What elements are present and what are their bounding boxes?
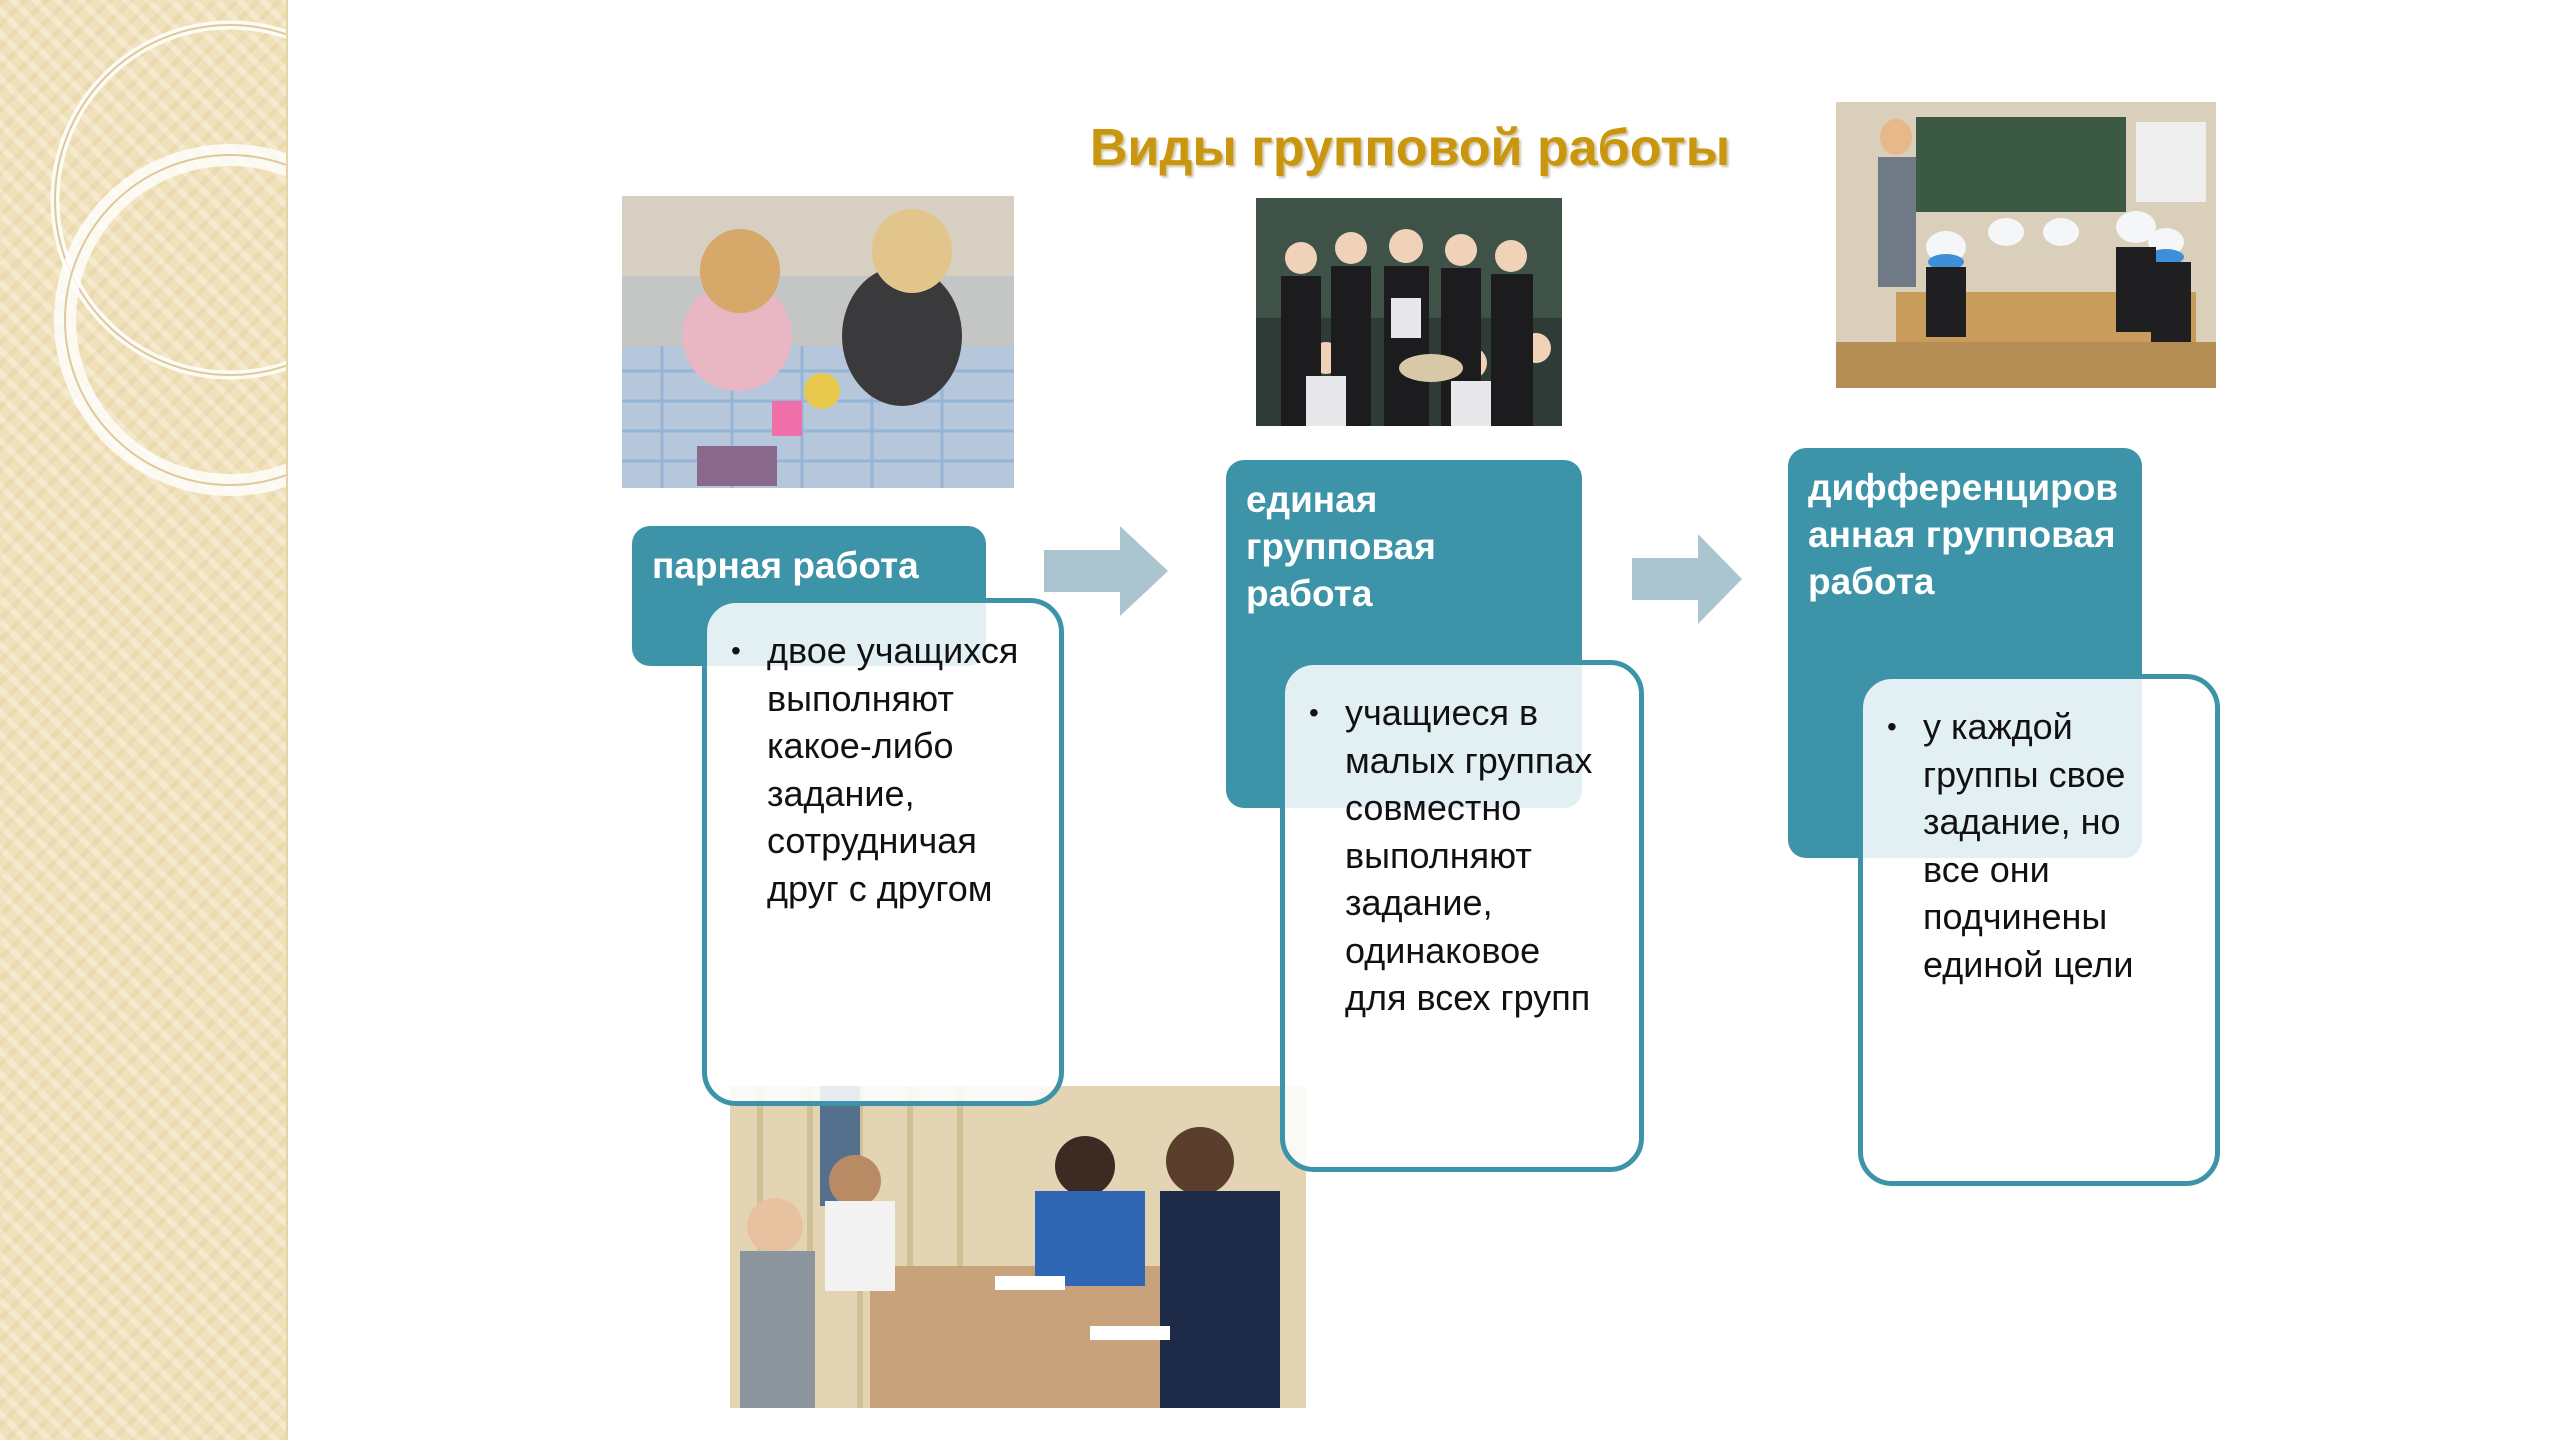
photo-classroom-teacher <box>1836 102 2216 388</box>
bullet-text: учащиеся в малых группах совместно выпол… <box>1345 692 1593 1018</box>
bullet-item: • двое учащихся выполняют какое-либо зад… <box>731 627 1031 912</box>
bullet-item: • у каждой группы свое задание, но все о… <box>1887 703 2187 988</box>
decorative-rings <box>50 20 286 496</box>
photo-children-table <box>730 1086 1306 1408</box>
bullet-glyph: • <box>1887 711 1897 742</box>
card-differentiated-content: • у каждой группы свое задание, но все о… <box>1858 674 2220 1186</box>
bullet-text: у каждой группы свое задание, но все они… <box>1923 706 2134 985</box>
photo-pair-work <box>622 196 1014 488</box>
bullet-text: двое учащихся выполняют какое-либо задан… <box>767 630 1019 909</box>
card-pair-work-content: • двое учащихся выполняют какое-либо зад… <box>702 598 1064 1106</box>
card-differentiated-header: дифференцированная групповая работа <box>1788 448 2142 858</box>
bullet-glyph: • <box>1309 697 1319 728</box>
bullet-item: • учащиеся в малых группах совместно вып… <box>1309 689 1611 1022</box>
arrow-right-icon <box>1044 526 1168 616</box>
photo-class-group <box>1256 198 1562 426</box>
slide-title: Виды групповой работы <box>1089 119 1731 177</box>
card-single-group-content: • учащиеся в малых группах совместно вып… <box>1280 660 1644 1172</box>
decorative-sidebar <box>0 0 288 1440</box>
arrow-right-icon <box>1632 534 1742 624</box>
bullet-glyph: • <box>731 635 741 666</box>
